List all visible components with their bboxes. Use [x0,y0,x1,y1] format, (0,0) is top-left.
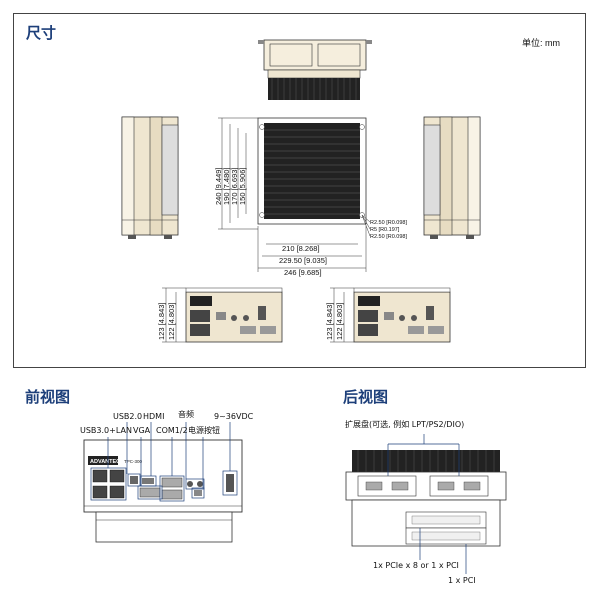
vertical-dim-lines [218,117,258,230]
dimensions-frame [13,13,586,368]
dim-right-122: 122 [4.803] [335,302,344,340]
unit-label: 单位: mm [522,38,560,48]
pci-label: 1 x PCI [448,576,476,585]
dim-210: 210 [8.268] [282,244,320,253]
audio-label: 音频 [178,409,194,419]
radius-leaders [361,214,371,237]
dim-229: 229.50 [9.035] [279,256,327,265]
radius-1: R2.50 [R0.098] [370,220,407,226]
pcie-label: 1x PCIe x 8 or 1 x PCI [373,561,459,570]
left-side-view [121,116,179,239]
rear-view-device [345,450,507,547]
dimensions-title: 尺寸 [26,24,57,42]
com-label: COM1/2 [156,426,188,435]
rear-callout-lines [387,434,467,574]
front-left-dim-lines [162,287,186,343]
dim-right-123: 123 [4.843] [325,302,334,340]
horizontal-dim-lines [257,226,367,272]
rear-view-title: 后视图 [343,388,389,406]
radius-3: R2.50 [R0.098] [370,234,407,240]
hdmi-label: HDMI [143,412,164,421]
dim-240: 240 [9.449] [214,167,223,205]
dim-150: 150 [5.906] [238,167,247,205]
front-callout-lines [90,422,238,502]
radius-2: R5 [R0.197] [370,227,400,233]
dim-190: 190 [7.480] [222,167,231,205]
vga-label: VGA [133,426,151,435]
usb20-label: USB2.0 [113,412,142,421]
top-view [258,39,372,100]
dim-left-123: 123 [4.843] [157,302,166,340]
power-in-label: 9~36VDC [214,412,254,421]
dim-170: 170 [6.693] [230,167,239,205]
model-text: TPC-300 [124,459,143,464]
front-elevation-left [185,287,283,343]
front-elevation-right [353,287,451,343]
brand-text: ADVANTECH [90,459,124,465]
center-top-view [257,117,367,225]
dim-left-122: 122 [4.803] [167,302,176,340]
front-right-dim-lines [330,287,354,343]
front-view-title: 前视图 [25,388,71,406]
dim-246: 246 [9.685] [284,268,322,277]
power-button-label: 电源按钮 [188,425,220,435]
right-side-view [423,116,481,239]
usb30-lan-label: USB3.0+LAN [80,426,132,435]
expansion-label: 扩展盘(可选, 例如 LPT/PS2/DIO) [345,419,464,429]
